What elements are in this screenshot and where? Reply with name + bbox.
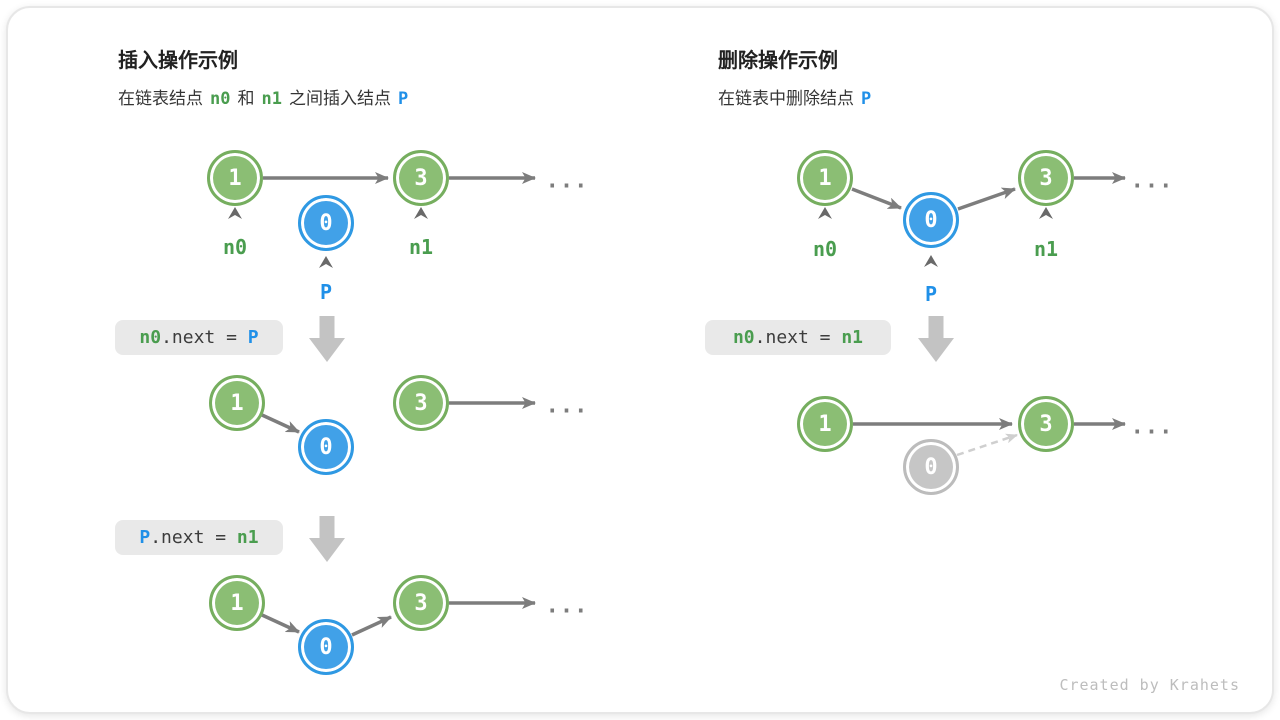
ellipsis: ... bbox=[545, 393, 589, 419]
insert-section-subtitle: 在链表结点 n0 和 n1 之间插入结点 P bbox=[118, 84, 415, 109]
code-p-next-n1: P.next = n1 bbox=[115, 520, 283, 555]
code-token: .next = bbox=[150, 527, 237, 548]
code-token: n1 bbox=[841, 327, 864, 348]
node-1: 1 bbox=[207, 150, 263, 206]
code-token: P bbox=[247, 327, 259, 348]
code-token: n0 bbox=[732, 327, 755, 348]
node-3: 3 bbox=[393, 150, 449, 206]
ellipsis: ... bbox=[1130, 168, 1174, 194]
node-3: 3 bbox=[393, 375, 449, 431]
label-n1: n1 bbox=[1033, 237, 1059, 261]
label-n0: n0 bbox=[222, 235, 248, 259]
node-1: 1 bbox=[209, 575, 265, 631]
node-p-0: 0 bbox=[298, 619, 354, 675]
subtitle-text: 之间插入结点 bbox=[288, 89, 391, 109]
node-3: 3 bbox=[1018, 150, 1074, 206]
node-p-0: 0 bbox=[298, 419, 354, 475]
ellipsis: ... bbox=[545, 168, 589, 194]
code-token: .next = bbox=[161, 327, 248, 348]
label-n1: n1 bbox=[408, 235, 434, 259]
code-token: P bbox=[139, 527, 151, 548]
subtitle-ref-n1: n1 bbox=[261, 89, 282, 109]
subtitle-text: 在链表中删除结点 bbox=[718, 89, 854, 109]
label-p: P bbox=[924, 282, 938, 306]
node-p-0: 0 bbox=[903, 192, 959, 248]
node-1: 1 bbox=[797, 396, 853, 452]
subtitle-ref-n0: n0 bbox=[210, 89, 231, 109]
ellipsis: ... bbox=[1130, 414, 1174, 440]
node-3: 3 bbox=[393, 575, 449, 631]
insert-section-title: 插入操作示例 bbox=[118, 48, 238, 72]
node-1: 1 bbox=[797, 150, 853, 206]
node-0-removed: 0 bbox=[903, 439, 959, 495]
code-token: n0 bbox=[139, 327, 162, 348]
ellipsis: ... bbox=[545, 593, 589, 619]
label-p: P bbox=[319, 280, 333, 304]
delete-section-title: 删除操作示例 bbox=[718, 48, 838, 72]
node-p-0: 0 bbox=[298, 195, 354, 251]
subtitle-text: 在链表结点 bbox=[118, 89, 203, 109]
code-token: .next = bbox=[754, 327, 842, 348]
card-frame bbox=[6, 6, 1274, 714]
subtitle-text: 和 bbox=[237, 89, 255, 109]
credit-text: Created by Krahets bbox=[1059, 676, 1240, 694]
node-3: 3 bbox=[1018, 396, 1074, 452]
subtitle-ref-p: P bbox=[397, 89, 409, 109]
label-n0: n0 bbox=[812, 237, 838, 261]
code-n0-next-n1: n0.next = n1 bbox=[705, 320, 891, 355]
code-token: n1 bbox=[236, 527, 259, 548]
delete-section-subtitle: 在链表中删除结点 P bbox=[718, 84, 878, 109]
code-n0-next-p: n0.next = P bbox=[115, 320, 283, 355]
subtitle-ref-p: P bbox=[861, 89, 872, 109]
node-1: 1 bbox=[209, 375, 265, 431]
